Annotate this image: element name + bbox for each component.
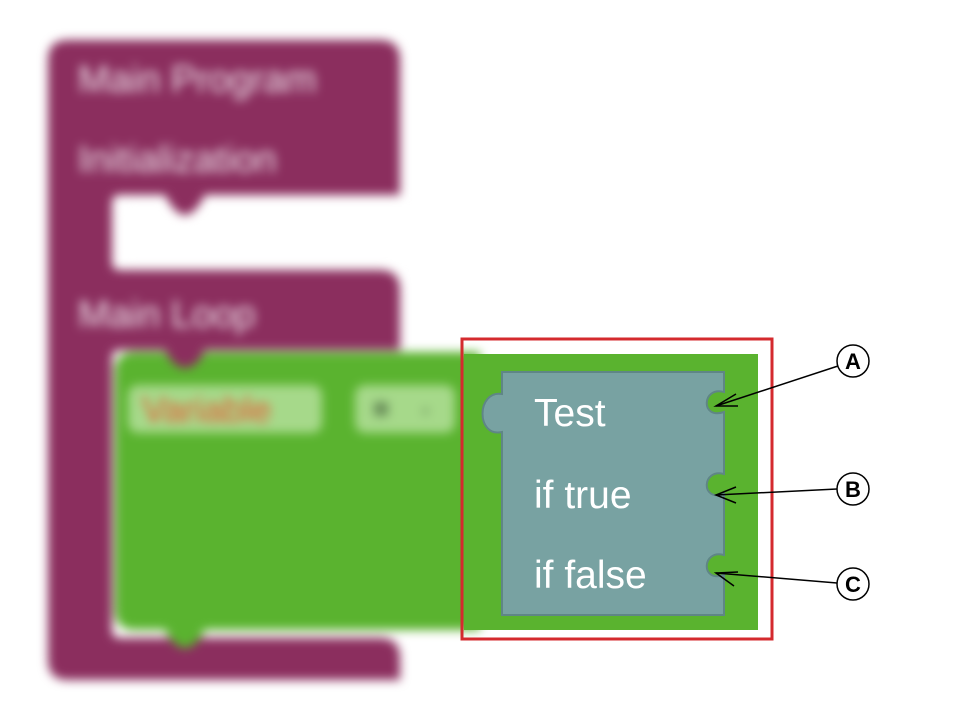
callout-arrow-c — [713, 571, 739, 587]
callout-circle-a — [836, 344, 870, 378]
callout-label-c: C — [845, 572, 861, 597]
callout-label-a: A — [845, 349, 861, 374]
if-true-label: if true — [534, 474, 632, 517]
variable-label: Variable — [142, 389, 271, 430]
highlight-box — [460, 337, 774, 641]
initialization-label: Initialization — [78, 139, 277, 181]
callout-circle-c — [836, 567, 870, 601]
callouts: A B C — [713, 344, 870, 601]
blurred-background-blocks: Variable ▾ Main Program Initialization M… — [48, 40, 480, 680]
test-label: Test — [534, 392, 606, 435]
callout-line-b — [715, 488, 838, 496]
main-program-label: Main Program — [78, 59, 317, 101]
dropdown-square — [374, 402, 388, 416]
main-program-block — [48, 40, 400, 680]
variable-field — [128, 385, 322, 433]
initialization-slot — [118, 205, 470, 265]
if-false-label: if false — [534, 554, 647, 597]
callout-arrow-a — [713, 393, 738, 407]
callout-arrow-b — [713, 486, 737, 504]
callout-label-b: B — [845, 477, 861, 502]
callout-line-a — [715, 365, 839, 407]
highlighted-region: Test if true if false — [460, 337, 774, 641]
main-loop-label: Main Loop — [78, 294, 255, 336]
callout-line-c — [715, 572, 838, 584]
conditional-block — [481, 371, 725, 616]
dropdown-field — [355, 385, 455, 433]
callout-circle-b — [836, 472, 870, 506]
dropdown-arrow: ▾ — [422, 403, 429, 419]
